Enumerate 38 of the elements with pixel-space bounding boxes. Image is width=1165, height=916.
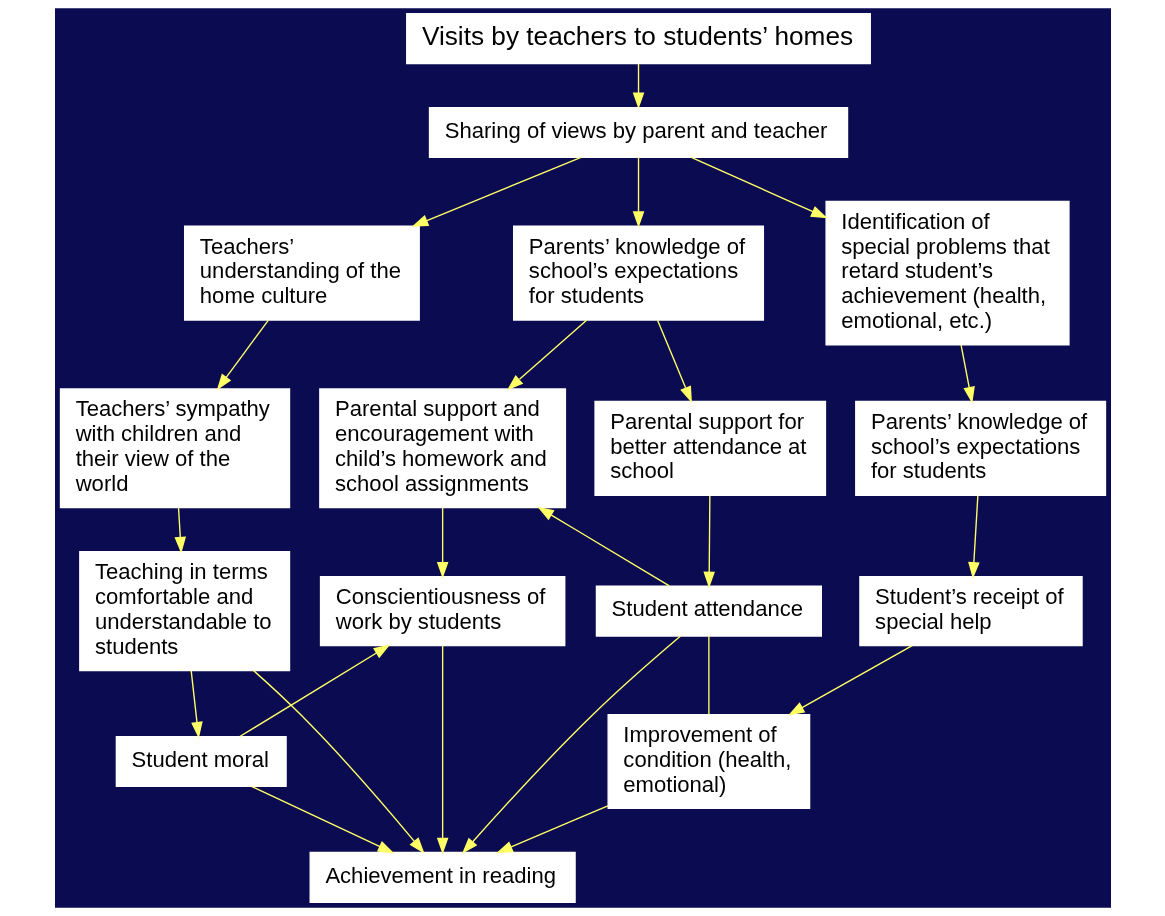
arrow — [436, 645, 448, 855]
node-box: Student’s receipt of special help — [858, 575, 1083, 647]
arrow — [632, 63, 644, 110]
node-box: Teachers’ understanding of the home culture — [183, 225, 420, 321]
node-box: Achievement in reading — [309, 851, 576, 903]
arrow — [787, 644, 913, 716]
arrow — [702, 494, 715, 589]
node-box: Sharing of views by parent and teacher — [428, 106, 848, 158]
node-box: Teaching in terms comfortable and understandable to students — [78, 551, 290, 672]
arrow — [690, 156, 828, 219]
arrow — [656, 319, 692, 403]
arrow — [190, 670, 203, 739]
arrow — [411, 156, 582, 227]
arrow — [216, 319, 269, 391]
arrow — [495, 805, 609, 854]
node-box: Improvement of condition (health, emotional) — [607, 713, 810, 810]
node-box: Conscientiousness of work by students — [319, 575, 565, 647]
arrow — [461, 635, 681, 854]
node-box: Parents’ knowledge of school’s expectations for students — [512, 225, 764, 321]
arrow — [959, 344, 975, 404]
node-box: Teachers’ sympathy with children and their view of the world — [59, 388, 290, 509]
arrow — [436, 507, 448, 579]
connector — [707, 635, 710, 716]
node-box: Parental support and encouragement with child’s homework and school assignments — [318, 388, 566, 509]
node-box: Parental support for better attendance at school — [593, 400, 826, 496]
arrow — [536, 506, 670, 587]
node-box: Visits by teachers to students’ homes — [405, 13, 871, 65]
arrow — [252, 669, 425, 854]
node-box: Identification of special problems that retard student’s achievement (health, emotional, etc.) — [824, 200, 1070, 346]
node-box: Student attendance — [595, 585, 822, 637]
arrow — [967, 494, 980, 579]
node-box: Parents’ knowledge of school’s expectations for students — [854, 400, 1106, 496]
arrow — [506, 319, 587, 391]
node-box: Student moral — [115, 735, 287, 787]
arrow — [632, 157, 644, 228]
arrow — [174, 507, 186, 554]
arrow — [238, 644, 390, 738]
arrow — [250, 785, 394, 854]
